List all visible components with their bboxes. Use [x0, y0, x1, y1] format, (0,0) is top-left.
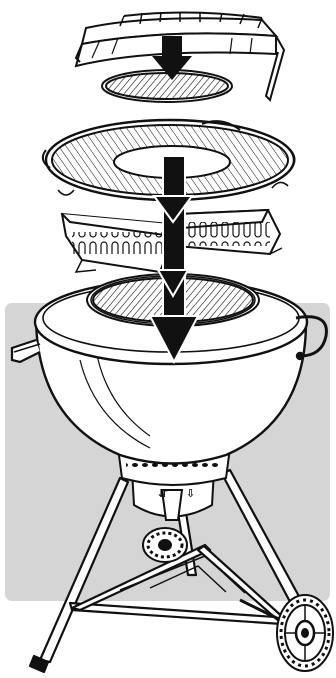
- ash-symbol-icon: ⇩: [186, 487, 195, 500]
- wheel-icon: [277, 595, 333, 671]
- gourmet-insert-grate: [102, 70, 232, 102]
- damper-symbol-icon: ⇵: [158, 487, 167, 500]
